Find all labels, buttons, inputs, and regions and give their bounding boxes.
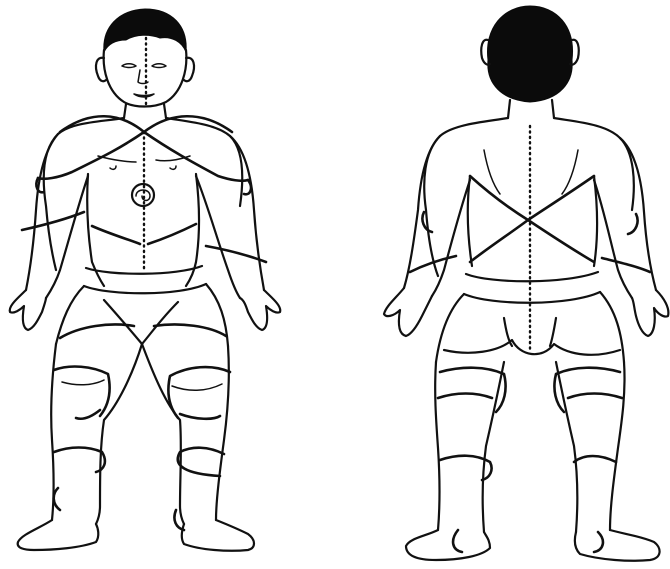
front-mouth bbox=[134, 94, 154, 97]
back-right-hand bbox=[632, 290, 668, 336]
back-ankle-band bbox=[453, 530, 603, 552]
back-figure bbox=[384, 6, 668, 561]
back-neck bbox=[508, 100, 554, 118]
front-nipples bbox=[110, 166, 176, 169]
front-thigh-band bbox=[54, 367, 230, 418]
back-right-leg bbox=[556, 362, 625, 532]
back-upper-x-band bbox=[470, 176, 594, 220]
back-hair bbox=[487, 6, 572, 102]
back-shoulder-blades bbox=[484, 150, 578, 194]
front-left-knee bbox=[62, 380, 104, 385]
back-lower-x-band bbox=[470, 220, 594, 262]
back-knee-band bbox=[438, 394, 622, 399]
front-hip-band bbox=[60, 324, 226, 338]
back-buttocks bbox=[444, 318, 620, 355]
front-left-eye bbox=[122, 64, 136, 68]
front-left-hand bbox=[10, 290, 46, 330]
front-figure bbox=[10, 9, 281, 551]
front-knee-band bbox=[76, 410, 220, 419]
back-right-foot bbox=[575, 530, 660, 561]
back-left-foot bbox=[406, 530, 490, 560]
back-right-arm bbox=[594, 138, 656, 298]
back-shin-band bbox=[440, 456, 616, 480]
front-crotch bbox=[104, 300, 178, 344]
front-waistband bbox=[84, 266, 206, 293]
front-left-arm bbox=[26, 134, 88, 298]
back-left-hand bbox=[384, 288, 432, 336]
front-right-foot bbox=[182, 520, 254, 551]
front-right-knee bbox=[172, 384, 222, 390]
front-left-foot bbox=[18, 520, 99, 550]
front-left-leg bbox=[51, 344, 142, 524]
front-right-arm bbox=[196, 136, 264, 298]
front-ankle-band bbox=[54, 488, 184, 530]
back-left-leg bbox=[435, 362, 504, 532]
front-hair bbox=[104, 9, 186, 52]
front-right-eye bbox=[152, 64, 166, 68]
back-arm-band-right bbox=[602, 214, 650, 272]
front-shin-band bbox=[54, 448, 224, 477]
back-waistband bbox=[464, 272, 600, 303]
front-right-hand bbox=[240, 290, 280, 330]
back-hip-band bbox=[440, 368, 620, 412]
